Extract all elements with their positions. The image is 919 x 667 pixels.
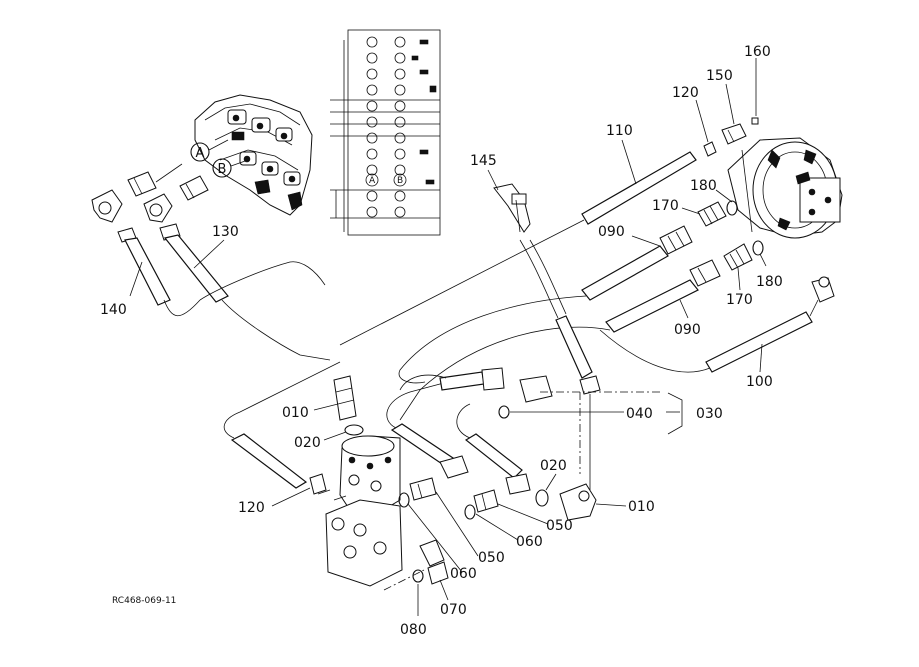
oring-180-lower [752, 240, 764, 256]
label-170-right: 170 [726, 292, 753, 308]
hose-130 [163, 234, 331, 361]
fitting-120-bottom [309, 473, 327, 495]
svg-text:B: B [397, 176, 403, 186]
label-020-right: 020 [540, 458, 567, 474]
hose-140 [124, 237, 201, 317]
hose-swivel-top [399, 367, 553, 403]
hose-swivel-mid1 [386, 375, 471, 479]
oring-060-left [398, 492, 410, 508]
hose-110 [339, 151, 697, 346]
label-100: 100 [746, 374, 773, 390]
oring-020-left [344, 424, 364, 436]
leader-lines [129, 58, 767, 616]
part-labels: 160 150 120 110 145 180 170 090 130 140 … [100, 44, 783, 638]
label-050-left: 050 [478, 550, 505, 566]
label-145: 145 [470, 153, 497, 169]
label-140: 140 [100, 302, 127, 318]
label-080: 080 [400, 622, 427, 638]
oring-020-right [535, 489, 549, 507]
elbow-010-right [559, 483, 597, 521]
hose-swivel-left [223, 361, 341, 489]
fitting-070 [419, 539, 449, 585]
label-090-right: 090 [674, 322, 701, 338]
label-090-top: 090 [598, 224, 625, 240]
fitting-010-left [333, 375, 357, 421]
oring-180-upper [726, 200, 738, 216]
elbow-fitting-140 [91, 189, 137, 243]
label-130: 130 [212, 224, 239, 240]
hose-swivel-mid2 [456, 403, 531, 495]
bracket-030 [667, 392, 683, 435]
label-150: 150 [706, 68, 733, 84]
callout-b: B [212, 158, 249, 178]
svg-text:A: A [196, 146, 205, 161]
label-010-left: 010 [282, 405, 309, 421]
label-120-top: 120 [672, 85, 699, 101]
label-020-left: 020 [294, 435, 321, 451]
control-valve-assembly [194, 94, 313, 216]
label-050-right: 050 [546, 518, 573, 534]
adapter-b [179, 175, 209, 201]
fitting-120-top [703, 141, 717, 157]
label-160: 160 [744, 44, 771, 60]
elbow-fitting-130 [143, 193, 181, 241]
label-170-top: 170 [652, 198, 679, 214]
svg-text:A: A [369, 176, 376, 186]
drawing-code: RC468-069-11 [112, 596, 176, 606]
oring-060-right [464, 504, 476, 520]
travel-motor [727, 137, 843, 239]
fitting-160 [751, 117, 759, 125]
fitting-050-left [409, 477, 437, 501]
hose-090-upper [398, 225, 693, 384]
fitting-050-right [473, 489, 499, 513]
hose-100 [599, 276, 835, 373]
hose-145-route [519, 239, 601, 490]
clamp-145 [493, 183, 531, 233]
swivel-joint [317, 435, 403, 587]
adapter-170-lower [723, 243, 753, 271]
callout-a: A [190, 139, 229, 162]
svg-text:B: B [218, 162, 227, 177]
adapter-170-upper [697, 201, 727, 227]
label-110: 110 [606, 123, 633, 139]
label-010-right: 010 [628, 499, 655, 515]
adapter-a [127, 163, 183, 197]
label-120-bottom: 120 [238, 500, 265, 516]
label-040: 040 [626, 406, 653, 422]
label-060-left: 060 [450, 566, 477, 582]
oring-080 [412, 569, 424, 583]
oring-040 [498, 405, 510, 419]
label-030: 030 [696, 406, 723, 422]
alignment-lines [383, 391, 660, 591]
label-180-right: 180 [756, 274, 783, 290]
label-070: 070 [440, 602, 467, 618]
label-180-top: 180 [690, 178, 717, 194]
label-060-right: 060 [516, 534, 543, 550]
hose-090-lower [399, 259, 721, 421]
hose-routing-inset: A B [330, 29, 441, 236]
fitting-150 [721, 123, 747, 145]
